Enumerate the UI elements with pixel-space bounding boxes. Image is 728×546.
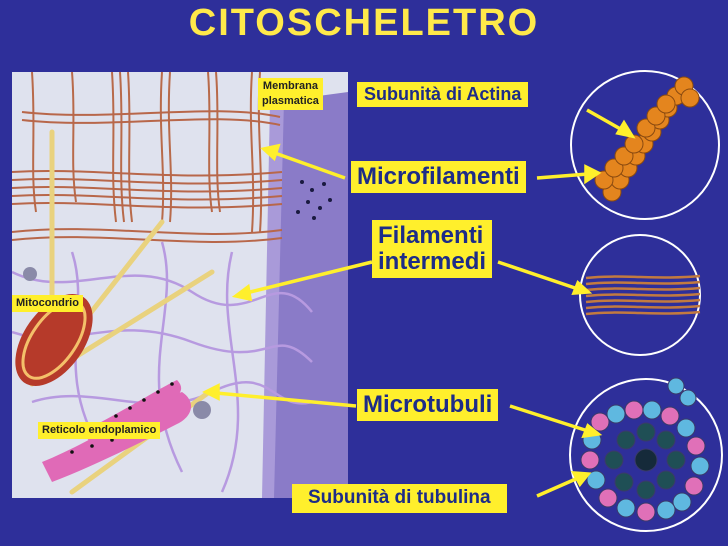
- reticolo-label: Reticolo endoplamico: [38, 422, 161, 439]
- microtubuli-label: Microtubuli: [357, 389, 499, 421]
- slide-title: CITOSCHELETRO: [188, 2, 540, 44]
- membrana-label: Membrana plasmatica: [258, 78, 323, 110]
- intermediate-filament-inset: [579, 234, 701, 356]
- filamenti-intermedi-label: Filamenti intermedi: [372, 220, 493, 278]
- tubulina-label: Subunità di tubulina: [292, 484, 507, 513]
- cytoskeleton-drawing: [12, 72, 348, 498]
- vesicle: [23, 267, 37, 281]
- microtubule-inset: [569, 377, 723, 532]
- microfilamenti-label: Microfilamenti: [351, 161, 526, 193]
- actin-bundles: [12, 110, 283, 243]
- mitocondrio-label: Mitocondrio: [12, 295, 83, 312]
- plasma-membrane: [264, 92, 348, 498]
- actin-inset: [570, 70, 720, 220]
- vesicle: [193, 401, 211, 419]
- connector-arrows: [202, 108, 636, 498]
- cell-illustration: Membrana plasmatica Mitocondrio Reticolo…: [12, 72, 348, 498]
- actina-label: Subunità di Actina: [357, 82, 529, 108]
- membrane-dots: [296, 180, 332, 220]
